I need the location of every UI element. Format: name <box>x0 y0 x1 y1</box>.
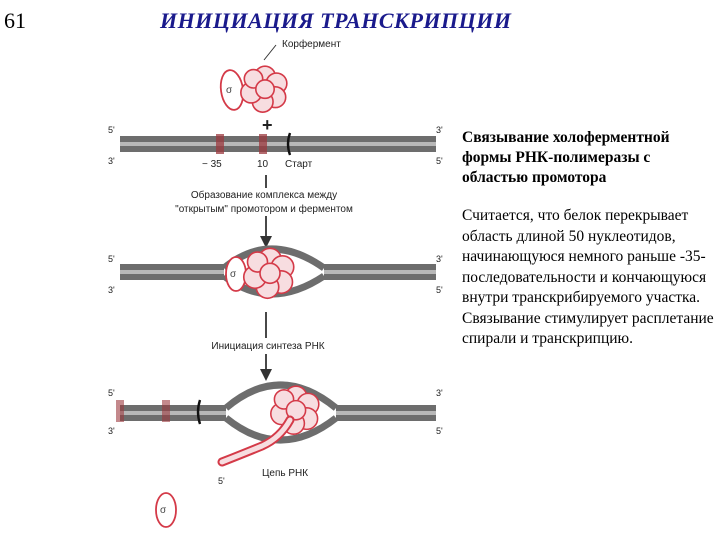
sigma-symbol-2: σ <box>230 269 237 280</box>
pos-10: 10 <box>257 159 269 170</box>
pos-minus35: − 35 <box>202 159 222 170</box>
start-label: Старт <box>285 159 313 170</box>
step1-label-line2: "открытым" промотором и ферментом <box>175 203 353 215</box>
dna2-5prime-left: 5' <box>108 254 115 264</box>
dna3-5prime-left: 5' <box>108 388 115 398</box>
sigma-symbol-3: σ <box>160 505 167 516</box>
description-panel: Связывание холоферментной формы РНК-поли… <box>462 128 714 350</box>
sigma-released: σ <box>155 492 177 528</box>
coenzyme-leader <box>263 44 277 61</box>
dna-promoter <box>120 132 436 156</box>
dna1-5prime-right: 5' <box>436 156 443 166</box>
start-mark <box>286 132 292 156</box>
holoenzyme-bound: σ <box>225 247 295 300</box>
slide-number: 61 <box>4 8 26 33</box>
minus10-region <box>259 134 267 154</box>
dna3-3prime-left: 3' <box>108 426 115 436</box>
step2-label: Инициация синтеза РНК <box>211 341 324 352</box>
description-heading: Связывание холоферментной формы РНК-поли… <box>462 129 670 186</box>
coenzyme-label: Корфермент <box>282 38 341 50</box>
transcription-diagram: Корфермент σ + 5' 3' 3' 5' − 35 10 Старт… <box>108 38 443 528</box>
dna3-3prime-right: 3' <box>436 388 443 398</box>
holoenzyme-free: σ <box>219 65 288 113</box>
plus-sign: + <box>262 115 273 135</box>
arrow-step1 <box>260 175 272 248</box>
minus35-region <box>216 134 224 154</box>
rna-chain-label: Цепь РНК <box>262 468 308 479</box>
dna2-3prime-right: 3' <box>436 254 443 264</box>
rna-5prime: 5' <box>218 476 225 486</box>
dna3-5prime-right: 5' <box>436 426 443 436</box>
dna2-5prime-right: 5' <box>436 285 443 295</box>
dna1-5prime-left: 5' <box>108 125 115 135</box>
dna1-3prime-left: 3' <box>108 156 115 166</box>
description-body: Считается, что белок перекрывает область… <box>462 207 714 347</box>
sigma-symbol: σ <box>226 85 233 96</box>
dna2-3prime-left: 3' <box>108 285 115 295</box>
slide-title: ИНИЦИАЦИЯ ТРАНСКРИПЦИИ <box>160 8 512 33</box>
core-enzyme <box>270 385 320 435</box>
step1-label-line1: Образование комплекса между <box>191 189 337 201</box>
dna1-3prime-right: 3' <box>436 125 443 135</box>
arrow-step2 <box>260 312 272 381</box>
